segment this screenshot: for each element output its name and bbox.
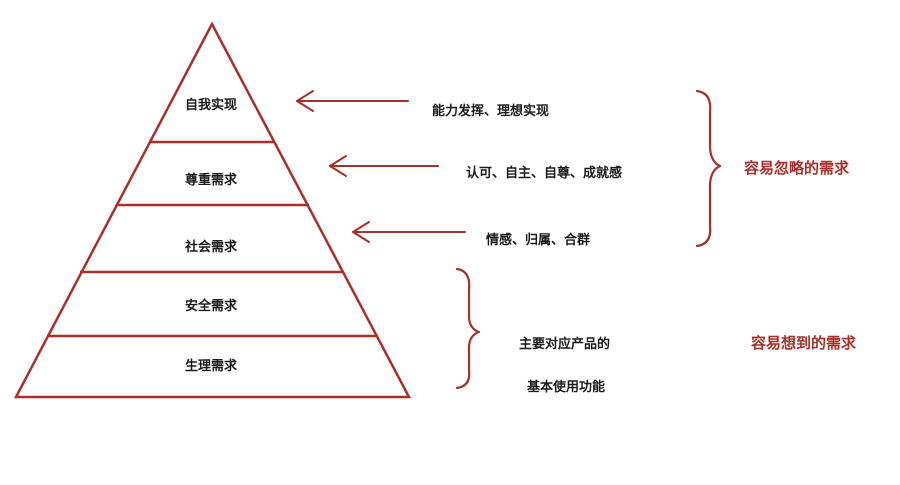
group-label-ignored-needs: 容易忽略的需求 bbox=[743, 159, 850, 177]
basic-functions-line-1: 主要对应产品的 bbox=[519, 336, 610, 352]
arrow-esteem bbox=[329, 155, 439, 177]
arrow-self-actualization bbox=[296, 90, 409, 112]
arrow-social bbox=[352, 221, 466, 243]
level-physiological: 生理需求 bbox=[185, 358, 238, 374]
brace-basic-needs bbox=[455, 267, 481, 390]
basic-functions-line-2: 基本使用功能 bbox=[526, 379, 605, 395]
level-esteem: 尊重需求 bbox=[185, 172, 238, 188]
group-label-obvious-needs: 容易想到的需求 bbox=[750, 334, 857, 352]
level-social: 社会需求 bbox=[184, 239, 238, 255]
level-safety: 安全需求 bbox=[185, 298, 238, 314]
annotation-social: 情感、归属、合群 bbox=[486, 232, 590, 248]
brace-ignored-needs bbox=[695, 89, 722, 248]
pyramid-outline bbox=[13, 21, 412, 399]
level-self-actualization: 自我实现 bbox=[185, 97, 237, 113]
annotation-esteem: 认可、自主、自尊、成就感 bbox=[466, 165, 622, 181]
annotation-self-actualization: 能力发挥、理想实现 bbox=[432, 103, 549, 119]
